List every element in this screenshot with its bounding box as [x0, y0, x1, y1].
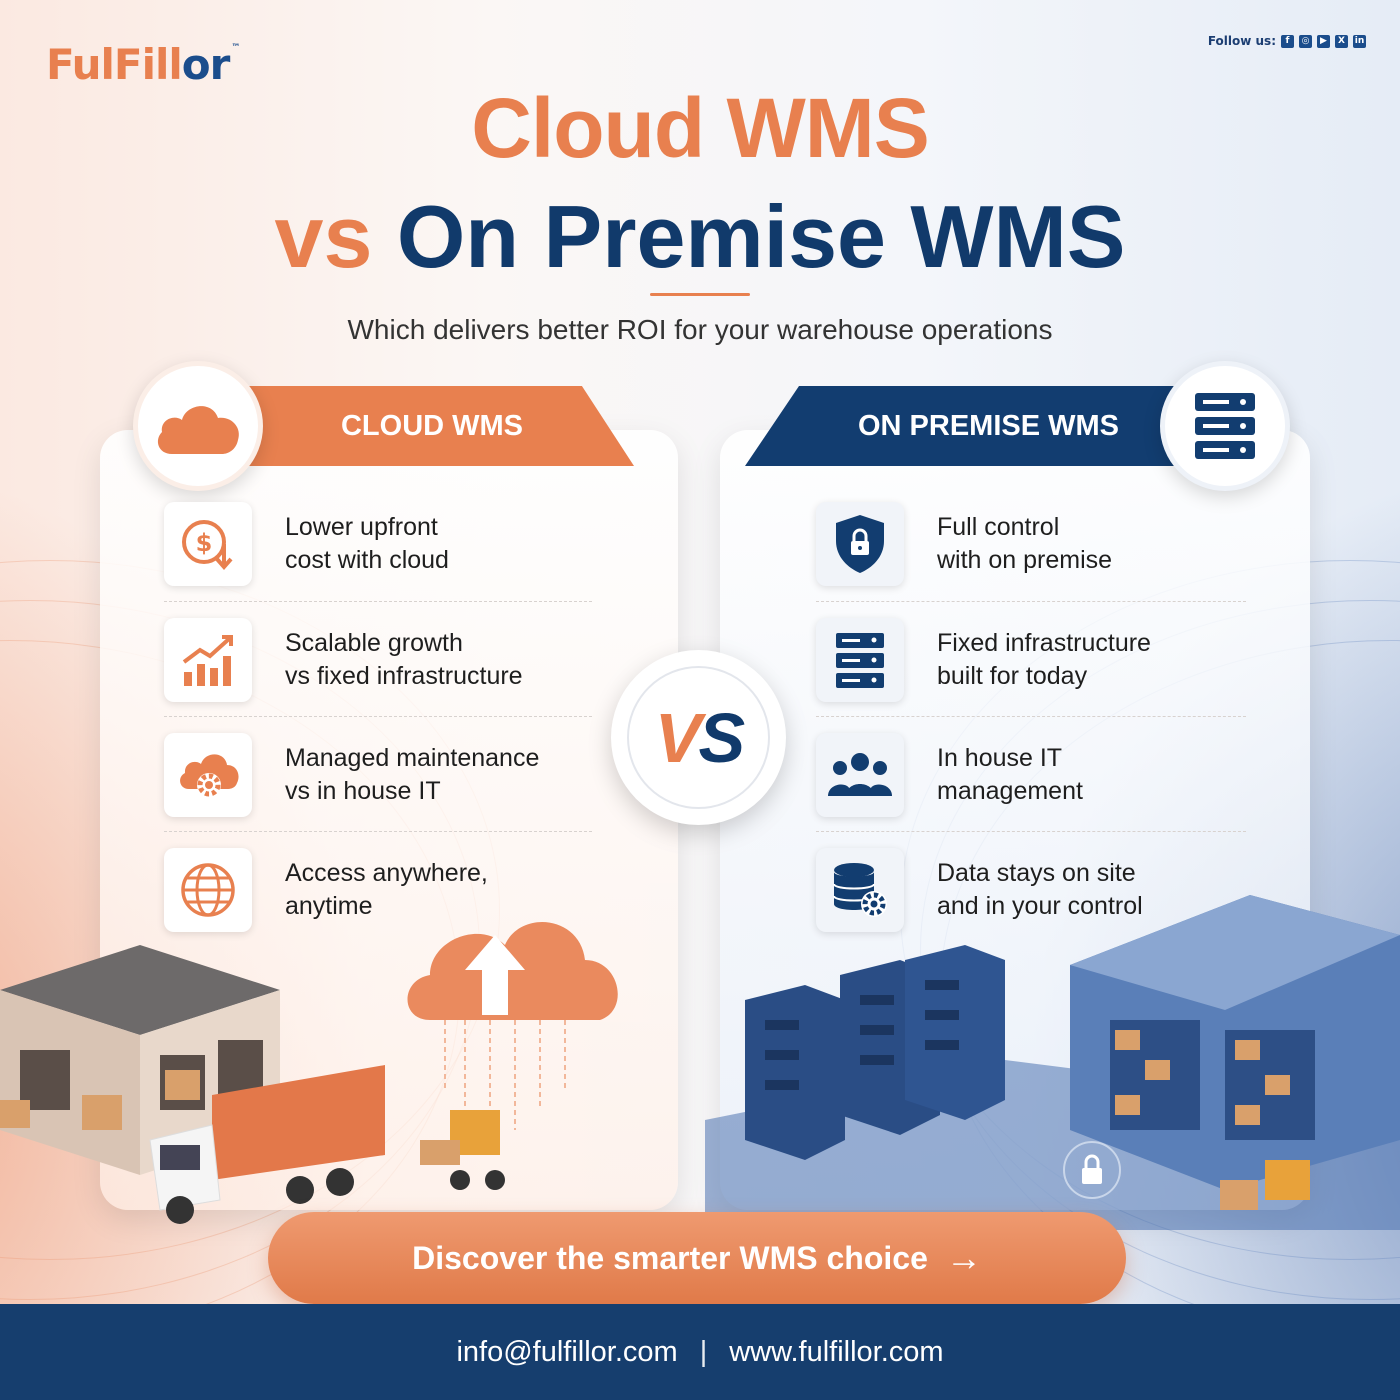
- x-icon[interactable]: X: [1335, 34, 1348, 48]
- feature-line: and in your control: [937, 892, 1143, 920]
- instagram-icon[interactable]: ◎: [1299, 34, 1312, 48]
- vs-letter-v: V: [654, 698, 702, 777]
- feature-line: built for today: [937, 662, 1088, 690]
- server-racks: [745, 945, 1005, 1160]
- onprem-datacenter-illustration: [705, 895, 1400, 1230]
- forklift: [420, 1110, 505, 1190]
- trademark-mark: ™: [231, 43, 240, 53]
- padlock-marker: [1063, 1141, 1121, 1199]
- main-title-line1: Cloud WMS: [471, 81, 930, 175]
- globe-icon: [164, 848, 252, 932]
- feature-line: cost with cloud: [285, 546, 449, 574]
- upload-cloud: [407, 922, 618, 1140]
- onprem-feature-text: Fixed infrastructure built for today: [937, 627, 1237, 693]
- row-divider: [164, 716, 592, 717]
- facebook-icon[interactable]: f: [1281, 34, 1294, 48]
- dollar-down-icon: $: [164, 502, 252, 586]
- feature-line: management: [937, 777, 1083, 805]
- database-gear-icon: [816, 848, 904, 932]
- footer-separator: |: [699, 1335, 708, 1368]
- feature-line: Full control: [937, 513, 1060, 541]
- row-divider: [164, 601, 592, 602]
- delivery-truck: [149, 1065, 385, 1224]
- cloud-feature-row: Scalable growth vs fixed infrastructure: [164, 618, 585, 702]
- cloud-feature-row: $ Lower upfront cost with cloud: [164, 502, 585, 586]
- shelving-warehouse: [1070, 895, 1400, 1190]
- onprem-feature-row: Full control with on premise: [816, 502, 1237, 586]
- team-icon: [816, 733, 904, 817]
- cloud-feature-text: Access anywhere, anytime: [285, 857, 585, 923]
- cloud-gear-icon: [164, 733, 252, 817]
- cloud-feature-text: Lower upfront cost with cloud: [285, 511, 585, 577]
- title-on-premise: On Premise WMS: [396, 187, 1126, 286]
- discover-cta-button[interactable]: Discover the smarter WMS choice →: [268, 1212, 1126, 1304]
- onprem-feature-row: In house IT management: [816, 733, 1237, 817]
- on-premise-heading-text: ON PREMISE WMS: [858, 409, 1120, 442]
- server-badge: [1160, 361, 1290, 491]
- feature-line: Scalable growth: [285, 629, 463, 657]
- svg-text:$: $: [196, 529, 213, 557]
- feature-line: Data stays on site: [937, 859, 1136, 887]
- footer-website-link[interactable]: www.fulfillor.com: [729, 1335, 944, 1368]
- row-divider: [816, 716, 1246, 717]
- server-icon: [816, 618, 904, 702]
- cta-label: Discover the smarter WMS choice: [412, 1239, 928, 1276]
- social-follow: Follow us: f ◎ ▶ X in: [1208, 34, 1366, 48]
- cloud-warehouse-illustration: [0, 922, 618, 1224]
- forklift-blue-side: [1220, 1160, 1310, 1210]
- subtitle: Which delivers better ROI for your wareh…: [347, 314, 1053, 345]
- youtube-icon[interactable]: ▶: [1317, 34, 1330, 48]
- onprem-feature-row: Data stays on site and in your control: [816, 848, 1237, 932]
- cloud-feature-row: Managed maintenance vs in house IT: [164, 733, 585, 817]
- feature-line: vs fixed infrastructure: [285, 662, 523, 690]
- cloud-feature-text: Scalable growth vs fixed infrastructure: [285, 627, 585, 693]
- row-divider: [816, 831, 1246, 832]
- on-premise-heading: ON PREMISE WMS: [745, 386, 1195, 466]
- cloud-icon: [157, 406, 239, 454]
- onprem-feature-text: In house IT management: [937, 742, 1237, 808]
- logo-text-part1: FulFill: [46, 40, 183, 89]
- onprem-feature-text: Full control with on premise: [937, 511, 1237, 577]
- cloud-badge: [133, 361, 263, 491]
- feature-line: Managed maintenance: [285, 744, 540, 772]
- growth-chart-icon: [164, 618, 252, 702]
- shield-lock-icon: [816, 502, 904, 586]
- title-vs: vs: [274, 187, 373, 286]
- feature-line: with on premise: [937, 546, 1113, 574]
- arrow-right-icon: →: [945, 1237, 982, 1278]
- main-title-line2: vs On Premise WMS: [0, 186, 1400, 288]
- footer-email-link[interactable]: info@fulfillor.com: [456, 1335, 678, 1368]
- cloud-feature-row: Access anywhere, anytime: [164, 848, 585, 932]
- vs-letter-s: S: [698, 698, 746, 777]
- follow-label: Follow us:: [1207, 34, 1276, 48]
- linkedin-icon[interactable]: in: [1353, 34, 1366, 48]
- row-divider: [816, 601, 1246, 602]
- title-divider: [650, 293, 750, 296]
- row-divider: [164, 831, 592, 832]
- server-rack-icon: [1195, 393, 1255, 459]
- cloud-wms-heading-text: CLOUD WMS: [340, 409, 524, 442]
- footer-bar: info@fulfillor.com | www.fulfillor.com: [0, 1304, 1400, 1400]
- feature-line: Access anywhere,: [285, 859, 488, 887]
- cloud-feature-text: Managed maintenance vs in house IT: [285, 742, 585, 808]
- cloud-wms-heading: CLOUD WMS: [200, 386, 634, 466]
- onprem-feature-row: Fixed infrastructure built for today: [816, 618, 1237, 702]
- logo-text-part2: or: [181, 40, 231, 89]
- feature-line: Lower upfront: [285, 513, 438, 541]
- feature-line: In house IT: [937, 744, 1063, 772]
- feature-line: anytime: [285, 892, 373, 920]
- feature-line: vs in house IT: [285, 777, 441, 805]
- feature-line: Fixed infrastructure: [937, 629, 1151, 657]
- pallet-boxes: [0, 1070, 200, 1130]
- onprem-feature-text: Data stays on site and in your control: [937, 857, 1237, 923]
